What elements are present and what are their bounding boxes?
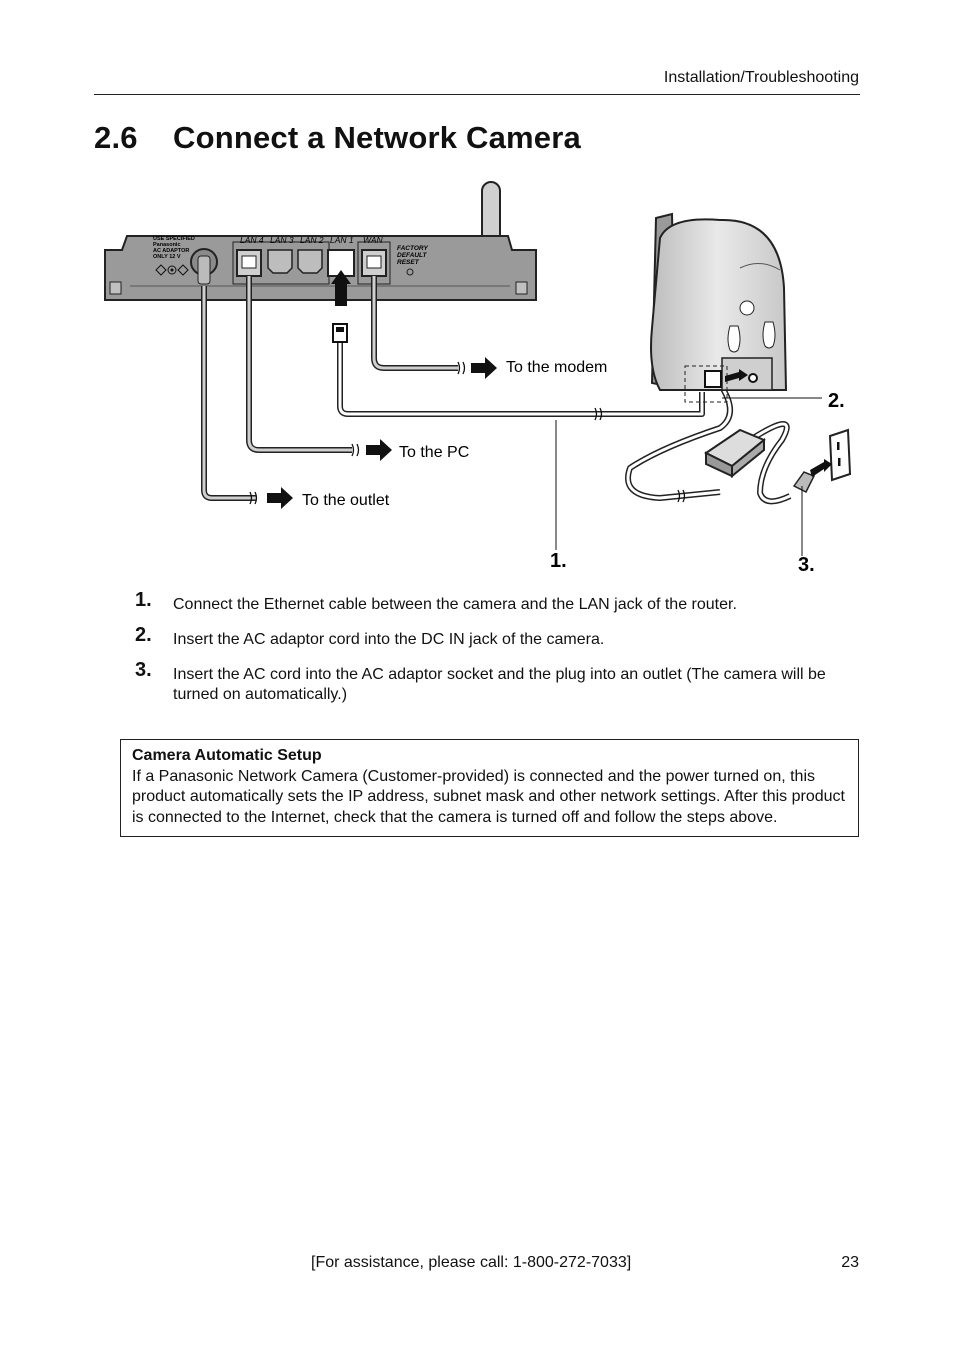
- steps-list: 1. Connect the Ethernet cable between th…: [135, 590, 860, 720]
- marker-3: 3.: [798, 554, 815, 576]
- camera-cable-outer: [337, 340, 705, 417]
- section-title: Connect a Network Camera: [173, 120, 581, 155]
- outlet-slot-top: [837, 442, 840, 450]
- camera-rear-panel: [721, 357, 773, 391]
- camera-body: [650, 218, 788, 391]
- camera-setup-note: Camera Automatic Setup If a Panasonic Ne…: [120, 739, 859, 837]
- note-title: Camera Automatic Setup: [132, 747, 322, 764]
- header-section-label: Installation/Troubleshooting: [663, 69, 859, 86]
- camera-plug-arrow: [725, 369, 748, 382]
- cables: [201, 276, 792, 505]
- step-number: 3.: [135, 659, 152, 681]
- outlet-cable-inner: [202, 286, 256, 500]
- pc-callout: To the PC: [399, 444, 469, 461]
- leader-lines: [555, 397, 822, 556]
- step-number: 1.: [135, 589, 152, 611]
- modem-arrow-icon: [471, 357, 497, 379]
- dc-in-jack-camera: [748, 373, 758, 383]
- outlet-plate: [828, 428, 852, 482]
- router-screw-left: [109, 281, 122, 295]
- step-3: 3. Insert the AC cord into the AC adapto…: [135, 660, 860, 705]
- lan3-port: [267, 249, 293, 274]
- adaptor-label-2: Panasonic: [153, 242, 181, 248]
- lan2-port: [297, 249, 323, 274]
- step-text: Insert the AC adaptor cord into the DC I…: [173, 631, 605, 648]
- reset-label-2: DEFAULT: [397, 252, 428, 259]
- step-text: Connect the Ethernet cable between the c…: [173, 596, 737, 613]
- step-text: Insert the AC cord into the AC adaptor s…: [173, 666, 826, 703]
- camera-mount-hole-right: [762, 321, 776, 349]
- dc-plug: [197, 255, 211, 285]
- router: USE SPECIFIED Panasonic AC ADAPTOR ONLY …: [104, 181, 537, 306]
- header-rule: [94, 94, 860, 95]
- pc-cable-inner: [247, 276, 352, 452]
- adaptor-side: [731, 437, 765, 479]
- insert-arrow: [331, 270, 351, 306]
- adaptor-label-1: USE SPECIFIED: [153, 236, 195, 242]
- page-title: 2.6 Connect a Network Camera: [94, 120, 581, 156]
- outlet-callout: To the outlet: [302, 492, 390, 509]
- adaptor-label-4: ONLY 12 V: [153, 254, 181, 260]
- lan1-label: LAN 1: [330, 235, 354, 245]
- camera-cable-inner: [338, 340, 704, 416]
- ac-adaptor: [704, 428, 766, 479]
- camera-port-highlight: [684, 365, 728, 403]
- lan4-label: LAN 4: [240, 235, 264, 245]
- note-body: If a Panasonic Network Camera (Customer-…: [132, 767, 845, 826]
- plug-arrow: [810, 459, 832, 477]
- dc-cord-inner: [626, 383, 732, 500]
- reset-label-3: RESET: [397, 259, 420, 266]
- step-2: 2. Insert the AC adaptor cord into the D…: [135, 625, 860, 650]
- ac-plug: [792, 471, 816, 494]
- dc-cord-outer: [625, 382, 733, 501]
- reset-button: [406, 268, 414, 276]
- network-camera: [650, 212, 788, 403]
- modem-callout: To the modem: [506, 359, 607, 376]
- section-number: 2.6: [94, 120, 138, 155]
- step-number: 2.: [135, 624, 152, 646]
- wan-plug: [366, 255, 382, 269]
- outlet-arrow-icon: [267, 487, 293, 509]
- reset-label-1: FACTORY: [397, 245, 428, 252]
- page-number: 23: [841, 1254, 859, 1271]
- lan4-plug: [241, 255, 257, 269]
- polarity-symbol: [155, 264, 189, 276]
- camera-mount-hole-left: [727, 325, 741, 353]
- connection-diagram: USE SPECIFIED Panasonic AC ADAPTOR ONLY …: [100, 178, 860, 578]
- modem-cable-inner: [372, 276, 458, 370]
- camera-vent: [739, 300, 755, 316]
- lan2-label: LAN 2: [300, 235, 324, 245]
- connection-diagram-svg: USE SPECIFIED Panasonic AC ADAPTOR ONLY …: [104, 181, 852, 576]
- camera-lan-plug: [704, 370, 722, 388]
- wall-outlet: [792, 428, 852, 494]
- marker-2: 2.: [828, 390, 845, 412]
- assistance-footer: [For assistance, please call: 1-800-272-…: [311, 1254, 632, 1271]
- ethernet-plug-clip: [336, 327, 344, 332]
- ethernet-plug: [332, 323, 348, 343]
- ac-cord-inner: [749, 422, 791, 503]
- pc-arrow-icon: [366, 439, 392, 461]
- adaptor-label-3: AC ADAPTOR: [153, 248, 189, 254]
- camera-seam: [739, 263, 781, 271]
- break-marks: [249, 361, 686, 505]
- outlet-slot-bottom: [838, 458, 841, 466]
- lan3-label: LAN 3: [270, 235, 294, 245]
- step-1: 1. Connect the Ethernet cable between th…: [135, 590, 860, 615]
- wan-label: WAN: [363, 235, 384, 245]
- marker-1: 1.: [550, 550, 567, 572]
- router-screw-right: [515, 281, 528, 295]
